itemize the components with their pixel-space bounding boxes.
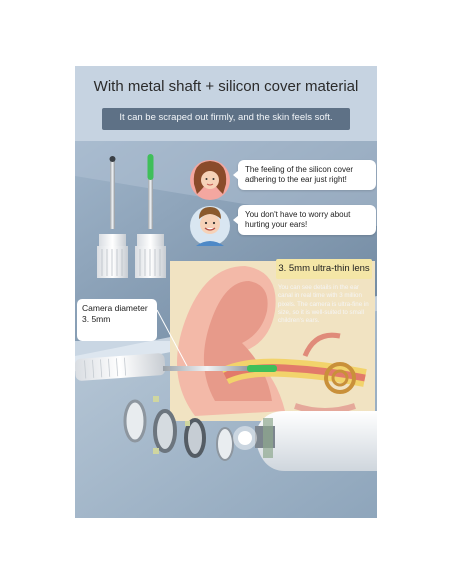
lens-parts-exploded (123, 396, 234, 461)
lens-title: 3. 5mm ultra-thin lens (278, 263, 370, 274)
man-avatar (190, 206, 230, 246)
lens-description: You can see details in the ear canal in … (278, 284, 369, 325)
scope-in-ear (75, 309, 277, 381)
ear-pick-metal (97, 156, 128, 278)
lens-title-bar: 3. 5mm ultra-thin lens (276, 259, 372, 279)
subtitle-text: It can be scraped out firmly, and the sk… (119, 112, 333, 123)
ear-pick-silicon (135, 154, 166, 278)
speech-bubble-man: You don't have to worry about hurting yo… (233, 205, 376, 235)
ear-anatomy-illustration (170, 261, 375, 421)
woman-avatar (190, 160, 230, 200)
camera-diameter-label: Camera diameter 3. 5mm (77, 299, 157, 341)
device-head (233, 411, 377, 471)
speech-bubble-woman: The feeling of the silicon cover adherin… (233, 160, 376, 190)
page-title: With metal shaft + silicon cover materia… (93, 78, 359, 95)
product-poster: With metal shaft + silicon cover materia… (75, 66, 377, 518)
subtitle-bar: It can be scraped out firmly, and the sk… (102, 108, 350, 130)
